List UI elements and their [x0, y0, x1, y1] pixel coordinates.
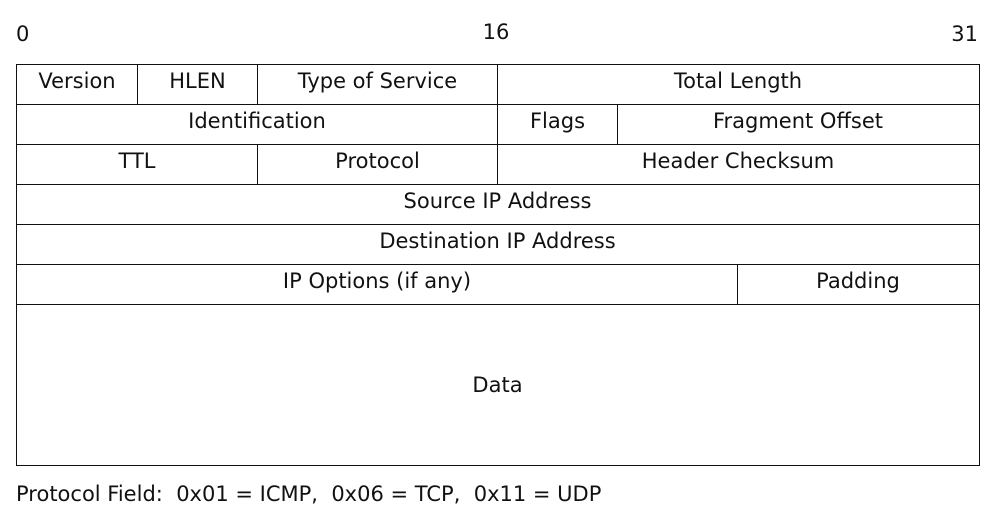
data-row: Data [17, 305, 979, 465]
data-field: Data [472, 373, 523, 397]
protocol-field: Protocol [258, 145, 498, 184]
destination-ip-field: Destination IP Address [379, 229, 616, 253]
total-length-field: Total Length [673, 69, 803, 93]
header-row-1: Version HLEN Type of Service Total Lengt… [17, 65, 979, 105]
header-checksum-field: Header Checksum [641, 149, 835, 173]
bit-label-0: 0 [16, 22, 30, 46]
ttl-field: TTL [17, 145, 258, 184]
header-row-5: Destination IP Address [17, 225, 979, 265]
flags-field: Flags [498, 105, 618, 144]
source-ip-field: Source IP Address [403, 189, 592, 213]
ip-options-field: IP Options (if any) [17, 265, 738, 304]
protocol-field-footnote: Protocol Field: 0x01 = ICMP, 0x06 = TCP,… [16, 482, 602, 506]
bit-label-31: 31 [951, 22, 978, 46]
header-row-2: Identification Flags Fragment Offset [17, 105, 979, 145]
header-row-6: IP Options (if any) Padding [17, 265, 979, 305]
header-row-4: Source IP Address [17, 185, 979, 225]
padding-field: Padding [816, 269, 900, 293]
header-row-3: TTL Protocol Header Checksum [17, 145, 979, 185]
type-of-service-field: Type of Service [258, 65, 498, 104]
fragment-offset-field: Fragment Offset [712, 109, 884, 133]
identification-field: Identification [17, 105, 498, 144]
bit-label-16: 16 [482, 20, 510, 44]
version-field: Version [17, 65, 138, 104]
hlen-field: HLEN [138, 65, 258, 104]
ip-header-diagram: Version HLEN Type of Service Total Lengt… [16, 64, 980, 466]
